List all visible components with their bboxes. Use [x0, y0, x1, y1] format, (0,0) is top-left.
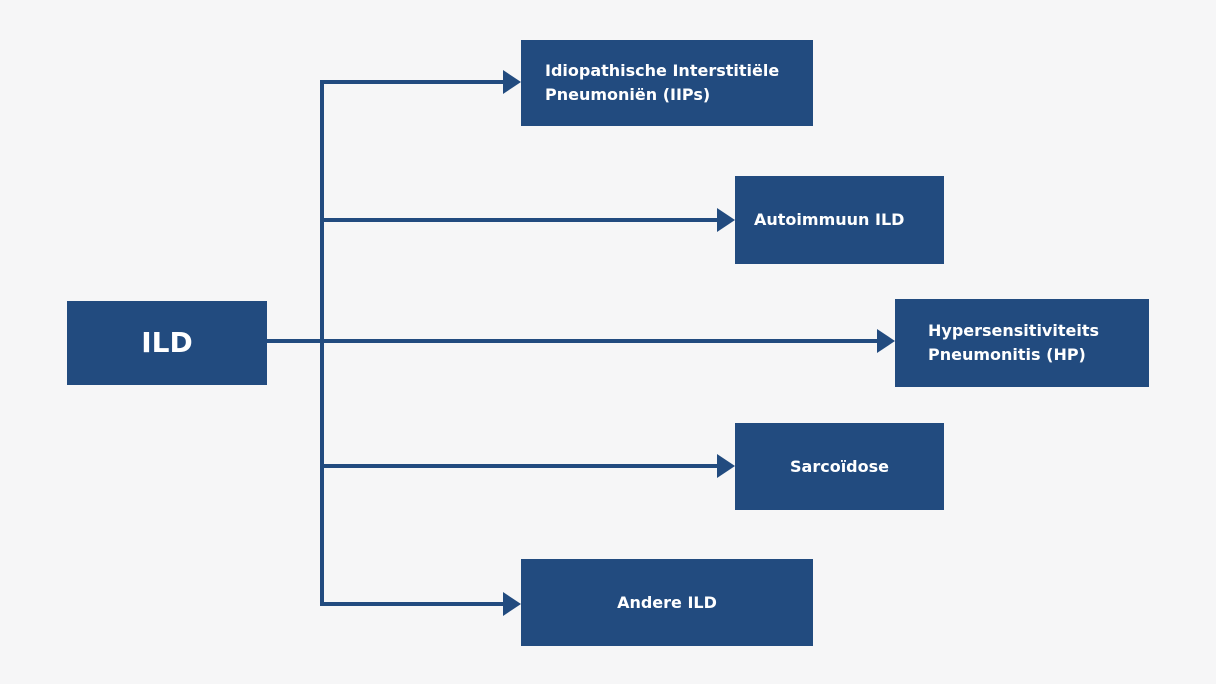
child-node-label: Idiopathische Interstitiële Pneumoniën (… [545, 61, 780, 104]
child-node-label: Sarcoïdose [790, 456, 889, 476]
arrowhead-1 [503, 70, 521, 94]
arrowhead-5 [503, 592, 521, 616]
root-node-label: ILD [141, 326, 193, 359]
child-node-andere-ild: Andere ILD [521, 559, 813, 646]
child-node-sarcoidose: Sarcoïdose [735, 423, 944, 510]
child-node-autoimmuun-ild: Autoimmuun ILD [735, 176, 944, 264]
child-node-label: Autoimmuun ILD [754, 210, 905, 229]
child-node-hp: Hypersensitiviteits Pneumonitis (HP) [895, 299, 1149, 387]
root-node-ild: ILD [67, 301, 267, 385]
child-node-label: Andere ILD [617, 592, 717, 612]
child-node-label: Hypersensitiviteits Pneumonitis (HP) [928, 321, 1099, 364]
child-node-iips: Idiopathische Interstitiële Pneumoniën (… [521, 40, 813, 126]
arrowhead-4 [717, 454, 735, 478]
arrowhead-2 [717, 208, 735, 232]
arrowhead-3 [877, 329, 895, 353]
